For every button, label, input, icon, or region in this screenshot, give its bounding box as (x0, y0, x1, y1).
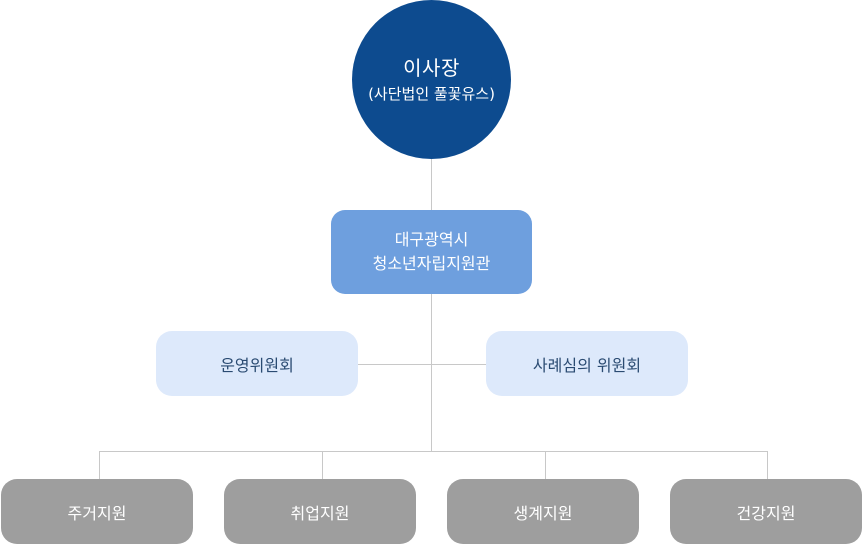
chairman-subtitle: (사단법인 풀꽃유스) (368, 84, 495, 103)
support-node-employment: 취업지원 (224, 479, 416, 544)
chairman-title: 이사장 (403, 55, 460, 80)
support-node-housing: 주거지원 (1, 479, 193, 544)
chairman-node: 이사장 (사단법인 풀꽃유스) (352, 0, 511, 159)
operating-committee-label: 운영위원회 (220, 355, 294, 375)
center-line-2: 청소년자립지원관 (372, 254, 491, 273)
support-label: 주거지원 (67, 503, 127, 523)
support-node-livelihood: 생계지원 (447, 479, 639, 544)
support-label: 생계지원 (513, 503, 573, 523)
case-review-committee-node: 사례심의 위원회 (486, 331, 688, 396)
center-node: 대구광역시 청소년자립지원관 (331, 210, 532, 294)
center-line-1: 대구광역시 (394, 230, 469, 249)
case-review-committee-label: 사례심의 위원회 (532, 355, 642, 375)
support-node-health: 건강지원 (670, 479, 862, 544)
operating-committee-node: 운영위원회 (156, 331, 358, 396)
support-label: 건강지원 (736, 503, 796, 523)
support-label: 취업지원 (290, 503, 350, 523)
